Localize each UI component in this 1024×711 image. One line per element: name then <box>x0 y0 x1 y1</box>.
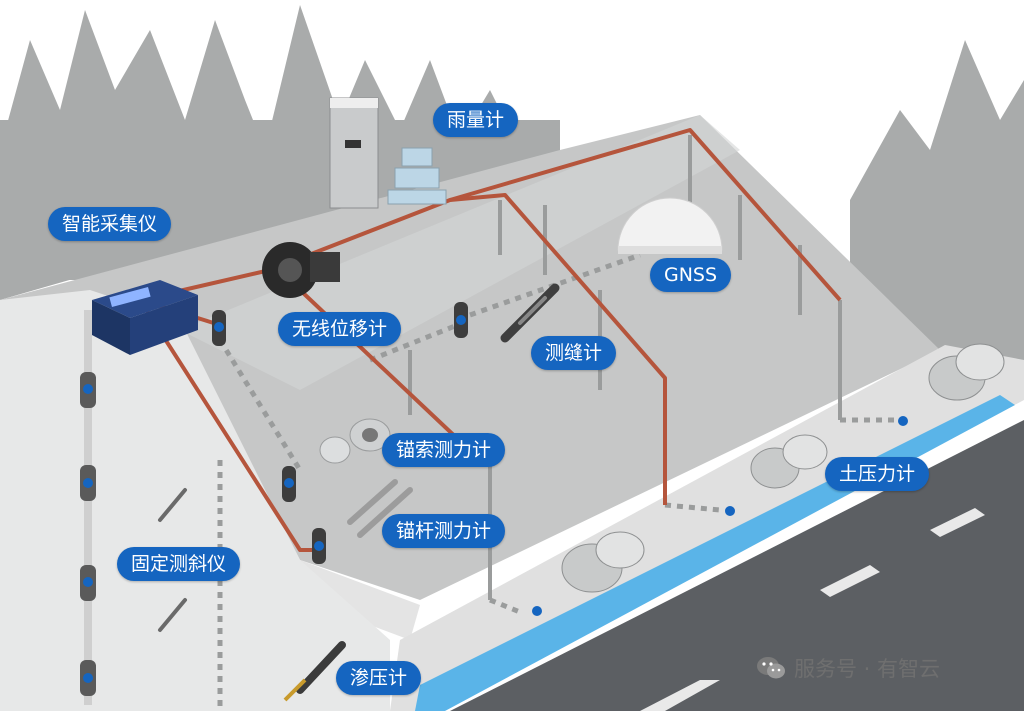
wechat-icon <box>757 657 785 679</box>
label-earth-pressure-cell: 土压力计 <box>825 457 930 491</box>
gnss-antenna <box>617 197 723 254</box>
piezometer-device <box>283 641 346 702</box>
label-gnss: GNSS <box>650 258 732 292</box>
label-anchor-rod-dynamometer: 锚杆测力计 <box>382 514 506 548</box>
wire-displacement-device <box>262 242 340 298</box>
label-rain-gauge: 雨量计 <box>433 103 519 137</box>
watermark-text: 服务号 · 有智云 <box>794 657 941 681</box>
label-wire-displacement: 无线位移计 <box>278 312 402 346</box>
inclinometer-probes <box>158 488 187 632</box>
crack-meter-device <box>500 283 560 343</box>
label-fixed-inclinometer: 固定测斜仪 <box>117 547 241 581</box>
road <box>450 420 1024 711</box>
rain-gauge-mechanism <box>387 147 447 205</box>
rain-gauge-device <box>329 97 379 209</box>
data-logger-device <box>92 280 198 355</box>
left-embankment <box>0 290 390 711</box>
label-anchor-cable-dynamometer: 锚索测力计 <box>382 433 506 467</box>
pressure-cells <box>561 343 1005 593</box>
watermark: 服务号 · 有智云 <box>756 650 940 686</box>
label-data-logger: 智能采集仪 <box>48 207 172 241</box>
anchor-rod-device <box>347 479 413 538</box>
label-piezometer: 渗压计 <box>336 661 422 695</box>
label-crack-meter: 测缝计 <box>531 336 617 370</box>
anchor-cable-ring <box>319 418 391 464</box>
